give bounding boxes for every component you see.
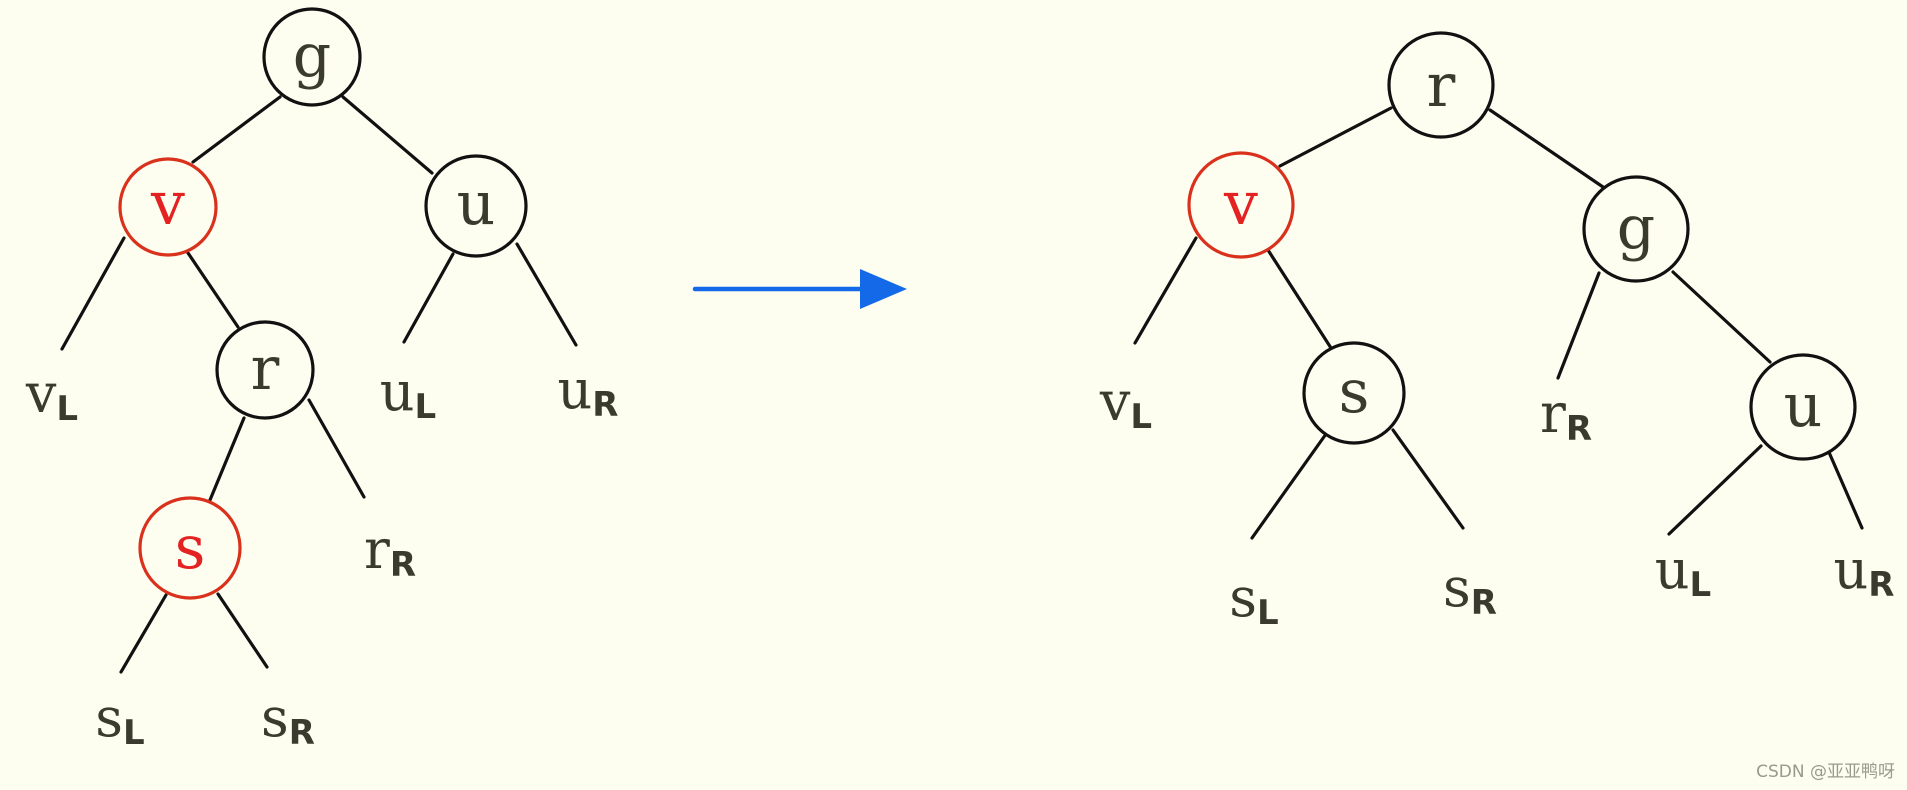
node-r: r bbox=[1387, 31, 1495, 139]
leaf-s-l: sL bbox=[95, 686, 144, 753]
leaf-r-r: rR bbox=[364, 518, 416, 585]
edge-g-u bbox=[1671, 270, 1772, 364]
transform-arrow bbox=[692, 269, 907, 309]
node-label-g: g bbox=[1617, 193, 1655, 263]
node-label-s: s bbox=[175, 513, 206, 583]
leaf-s-r: sR bbox=[1443, 556, 1497, 623]
arrow-head-icon bbox=[860, 269, 907, 309]
node-v-red: v bbox=[118, 157, 218, 257]
node-label-s: s bbox=[1339, 357, 1370, 427]
before-tree: g v u r s vL uL uR rR bbox=[25, 7, 619, 753]
node-label-v: v bbox=[1223, 169, 1258, 239]
edge-s-sr bbox=[216, 592, 269, 669]
leaf-r-r: rR bbox=[1540, 382, 1592, 449]
after-tree: r v g s u vL rR sL sR bbox=[1099, 31, 1895, 633]
edge-v-vl bbox=[1133, 236, 1198, 345]
node-label-v: v bbox=[150, 169, 185, 239]
edge-s-sl bbox=[119, 593, 168, 674]
node-label-g: g bbox=[293, 21, 331, 91]
node-u: u bbox=[1749, 353, 1857, 461]
watermark: CSDN @亚亚鸭呀 bbox=[1756, 762, 1895, 782]
edge-u-ur bbox=[515, 242, 578, 347]
edge-r-rr bbox=[307, 398, 366, 499]
node-label-r: r bbox=[251, 334, 280, 404]
node-v-red: v bbox=[1187, 151, 1295, 259]
leaf-u-l: uL bbox=[380, 360, 436, 427]
edge-u-ul bbox=[402, 252, 455, 344]
node-r: r bbox=[215, 320, 315, 420]
node-g: g bbox=[262, 7, 362, 107]
edge-g-rr bbox=[1556, 271, 1601, 380]
node-g: g bbox=[1582, 175, 1690, 283]
edge-v-r bbox=[184, 248, 240, 329]
edge-v-s bbox=[1266, 248, 1333, 350]
leaf-v-l: vL bbox=[1099, 370, 1152, 437]
node-s: s bbox=[1302, 341, 1406, 445]
leaf-u-r: uR bbox=[1834, 538, 1895, 605]
edge-r-v bbox=[1278, 106, 1393, 168]
node-s-red: s bbox=[138, 496, 242, 600]
leaf-v-l: vL bbox=[25, 362, 78, 429]
edge-s-sl bbox=[1250, 432, 1328, 540]
node-label-u: u bbox=[1784, 371, 1823, 441]
leaf-u-r: uR bbox=[558, 358, 619, 425]
edge-r-s bbox=[208, 416, 246, 502]
edge-v-vl bbox=[60, 236, 126, 351]
leaf-s-r: sR bbox=[261, 686, 315, 753]
leaf-s-l: sL bbox=[1229, 566, 1278, 633]
edge-g-v bbox=[191, 95, 282, 164]
edge-u-ul bbox=[1667, 444, 1763, 536]
edge-g-u bbox=[341, 95, 434, 175]
edge-r-g bbox=[1488, 108, 1605, 189]
leaf-u-l: uL bbox=[1655, 538, 1711, 605]
node-label-u: u bbox=[457, 169, 496, 239]
node-u: u bbox=[424, 154, 528, 258]
edge-u-ur bbox=[1826, 448, 1864, 530]
edge-s-sr bbox=[1391, 428, 1465, 530]
node-label-r: r bbox=[1427, 51, 1456, 121]
